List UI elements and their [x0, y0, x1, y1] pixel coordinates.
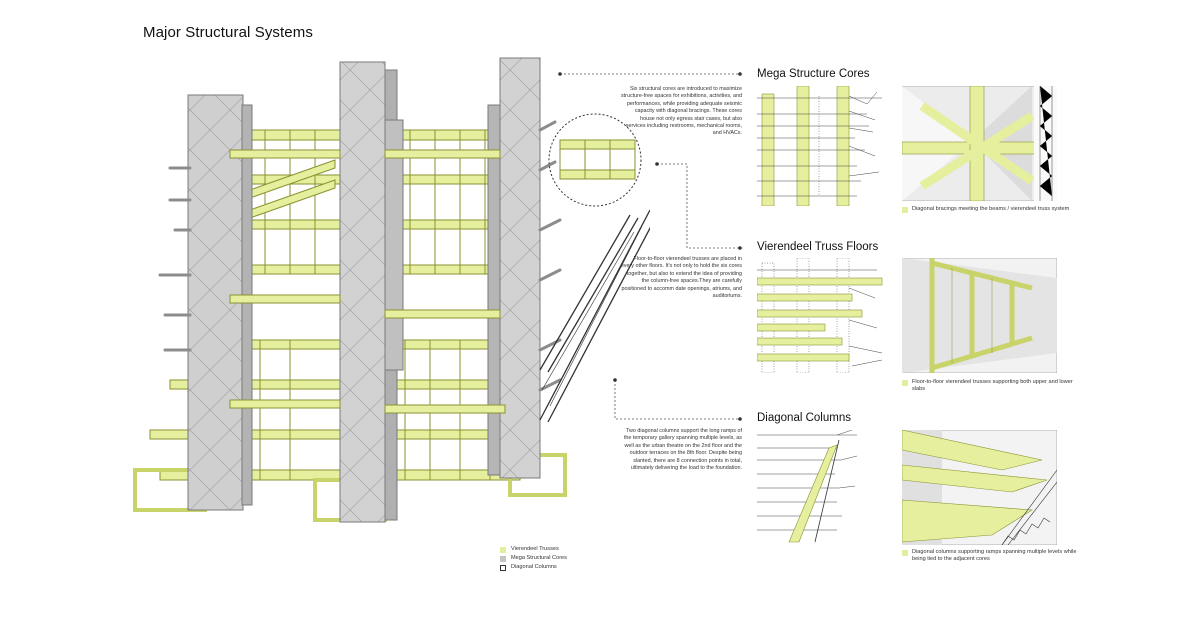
section-title-trusses: Vierendeel Truss Floors: [757, 241, 879, 253]
caption-diagonal: Diagonal columns supporting ramps spanni…: [902, 549, 1082, 564]
caption-trusses-text: Floor-to-floor vierendeel trusses suppor…: [912, 379, 1073, 393]
legend-label: Diagonal Columns: [511, 564, 557, 570]
caption-cores: Diagonal bracings meeting the beams / vi…: [902, 206, 1082, 213]
legend-item-diagonal: Diagonal Columns: [500, 563, 567, 572]
diagonal-elevation-diagram: [757, 430, 858, 543]
section-description-trusses: Floor-to-floor vierendeel trusses are pl…: [620, 256, 742, 300]
caption-swatch: [902, 550, 908, 556]
section-description-cores: Six structural cores are introduced to m…: [620, 86, 742, 137]
legend: Vierendeel Trusses Mega Structural Cores…: [500, 545, 567, 572]
section-description-diagonal: Two diagonal columns support the long ra…: [623, 428, 742, 472]
legend-label: Mega Structural Cores: [511, 555, 567, 561]
legend-item-cores: Mega Structural Cores: [500, 554, 567, 563]
mega-core-group: [187, 57, 541, 523]
diagonal-column-group: [539, 209, 650, 423]
cores-elevation-diagram: [757, 86, 882, 206]
trusses-elevation-diagram: [757, 258, 883, 373]
caption-swatch: [902, 207, 908, 213]
legend-swatch: [500, 546, 506, 553]
section-title-diagonal: Diagonal Columns: [757, 412, 851, 424]
structural-axonometric-diagram: [133, 57, 650, 523]
detail-callout-circle: [548, 113, 642, 207]
page-title: Major Structural Systems: [143, 24, 313, 41]
caption-diagonal-text: Diagonal columns supporting ramps spanni…: [912, 549, 1077, 563]
diagonal-detail-render: [902, 430, 1057, 545]
caption-swatch: [902, 380, 908, 386]
legend-swatch: [500, 555, 506, 562]
trusses-detail-render: [902, 258, 1057, 373]
section-title-cores: Mega Structure Cores: [757, 68, 870, 80]
caption-trusses: Floor-to-floor vierendeel trusses suppor…: [902, 379, 1082, 394]
cores-detail-render: [902, 86, 1057, 201]
legend-swatch: [500, 564, 506, 571]
legend-label: Vierendeel Trusses: [511, 546, 559, 552]
legend-item-trusses: Vierendeel Trusses: [500, 545, 567, 554]
caption-cores-text: Diagonal bracings meeting the beams / vi…: [912, 206, 1070, 212]
